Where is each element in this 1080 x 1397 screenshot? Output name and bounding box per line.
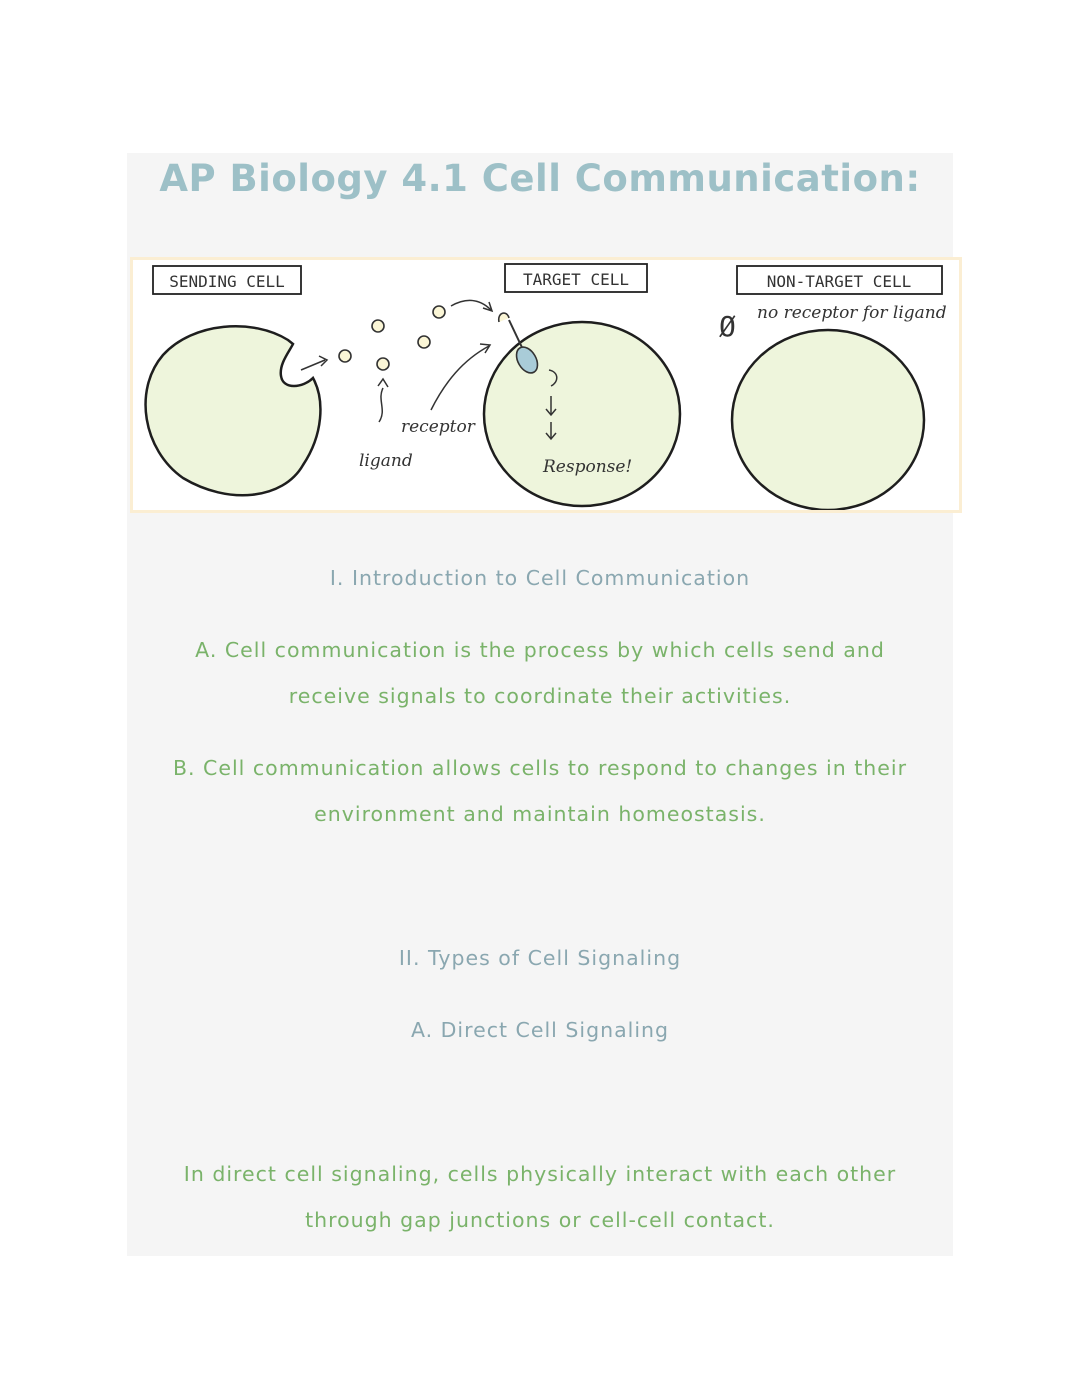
null-symbol: Ø [719, 310, 736, 343]
ligand-label: ligand [359, 451, 413, 471]
signal-arrow [548, 369, 558, 387]
receptor-pointer [430, 345, 490, 411]
release-arrow-head [318, 355, 329, 367]
document-title: AP Biology 4.1 Cell Communication: [159, 157, 921, 200]
ligand-molecule [376, 357, 390, 371]
binding-arrow-head [482, 301, 494, 313]
point-b-line-2: environment and maintain homeostasis. [314, 802, 766, 826]
ligand-pointer [378, 387, 384, 423]
ligand-pointer-head [377, 377, 389, 388]
non-target-cell [730, 328, 926, 510]
response-label: Response! [542, 457, 632, 477]
signal-arrow-head [545, 408, 557, 417]
bound-ligand [497, 312, 510, 323]
point-a-line-2: receive signals to coordinate their acti… [288, 684, 792, 708]
sending-cell-label-box [152, 265, 302, 295]
section-heading-types: II. Types of Cell Signaling [398, 946, 682, 970]
receptor-label: receptor [401, 417, 476, 437]
paragraph-line-2: through gap junctions or cell-cell conta… [305, 1208, 775, 1232]
sending-cell-label: SENDING CELL [169, 272, 285, 291]
point-a-line-1: A. Cell communication is the process by … [195, 638, 885, 662]
no-receptor-label: no receptor for ligand [757, 303, 947, 323]
target-cell-label-box [504, 263, 648, 293]
signal-arrow-head [545, 432, 557, 441]
sending-cell [144, 325, 322, 497]
non-target-cell-label: NON-TARGET CELL [767, 272, 912, 291]
receptor-protein [515, 346, 539, 374]
release-arrow [300, 359, 326, 371]
cell-signaling-diagram: SENDING CELL TARGET CELL NON-TARGET CELL… [130, 257, 962, 513]
receptor-pointer-head [479, 343, 492, 354]
paragraph-line-1: In direct cell signaling, cells physical… [183, 1162, 897, 1186]
binding-arrow [450, 299, 492, 311]
target-cell [482, 320, 682, 508]
ligand-molecule [338, 349, 352, 363]
section-heading-introduction: I. Introduction to Cell Communication [329, 566, 751, 590]
subheading-direct-signaling: A. Direct Cell Signaling [410, 1018, 670, 1042]
ligand-molecule [417, 335, 431, 349]
non-target-cell-label-box [736, 265, 943, 295]
ligand-molecule [371, 319, 385, 333]
target-cell-label: TARGET CELL [523, 270, 629, 289]
point-b-line-1: B. Cell communication allows cells to re… [172, 756, 908, 780]
ligand-molecule [432, 305, 446, 319]
diagram-svg: SENDING CELL TARGET CELL NON-TARGET CELL… [144, 263, 947, 510]
